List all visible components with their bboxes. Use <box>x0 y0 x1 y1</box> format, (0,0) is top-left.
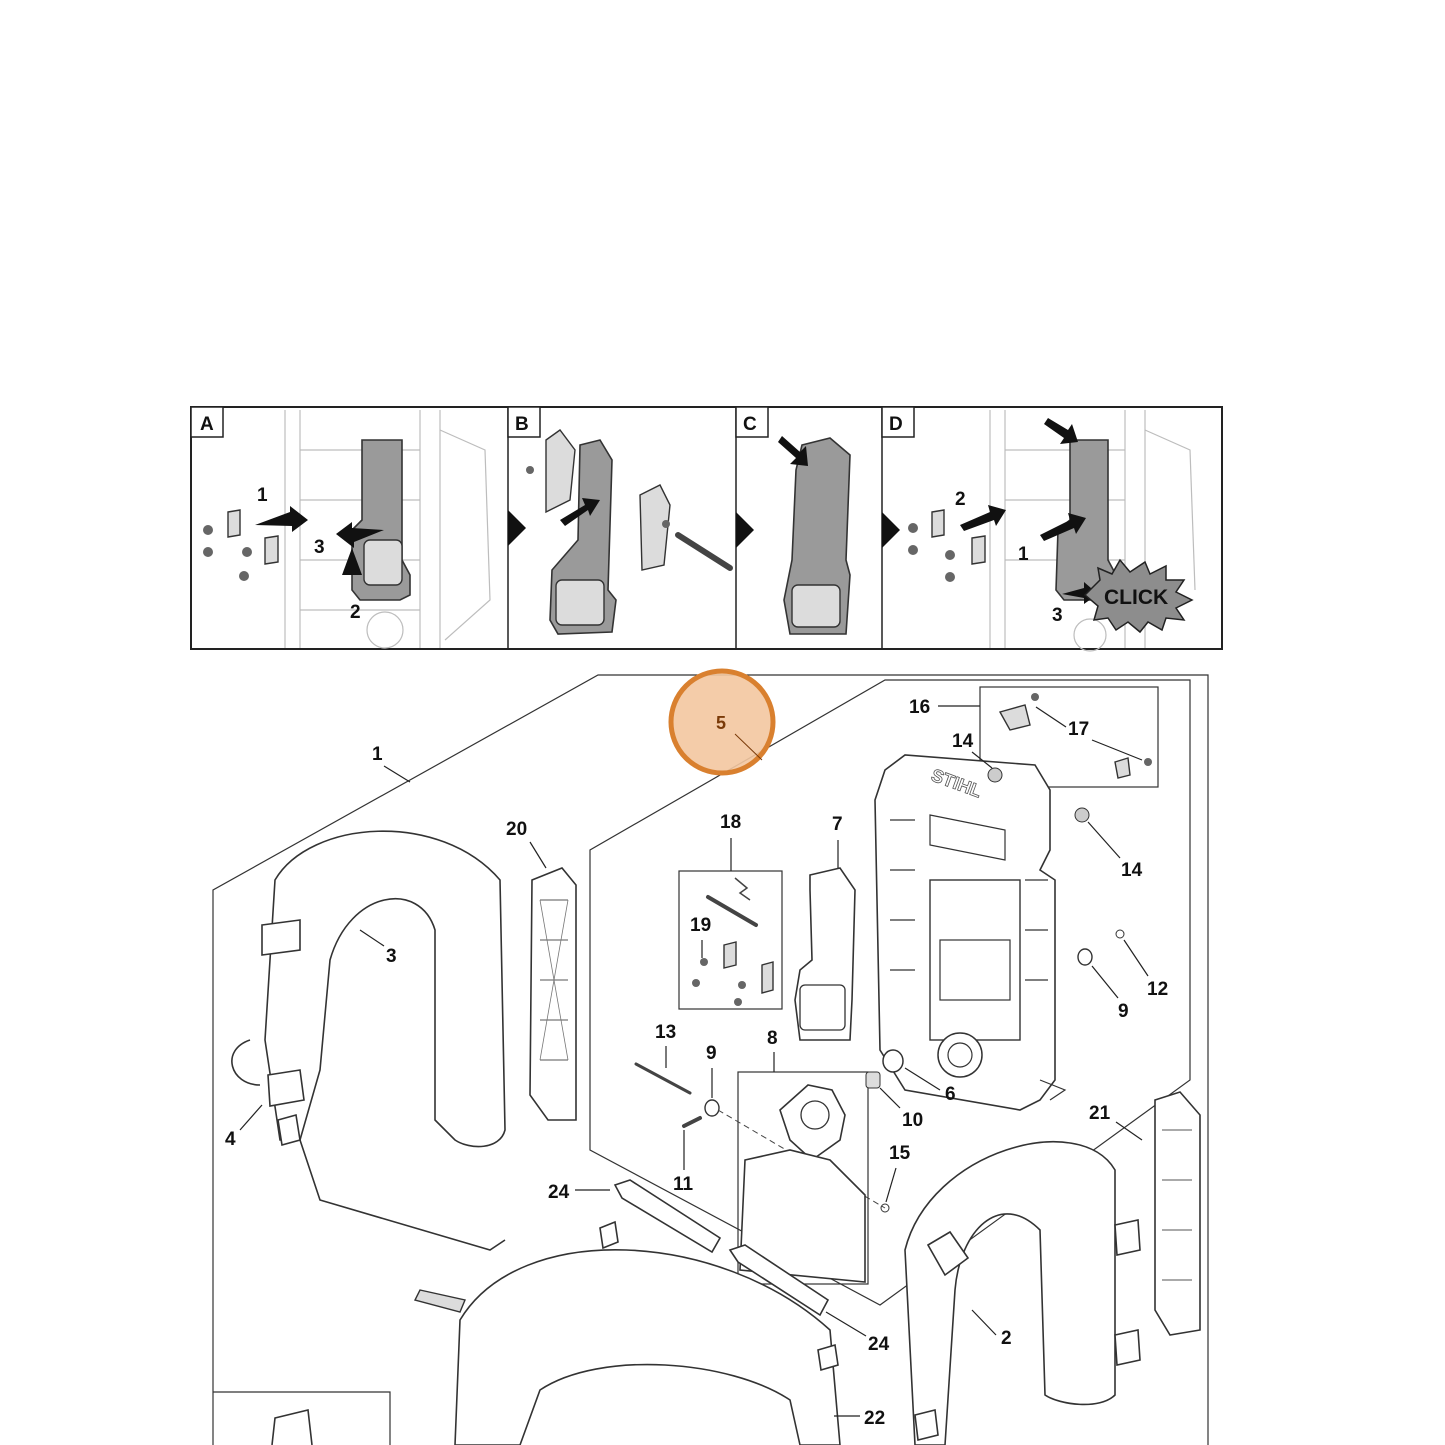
panel-c-letter: C <box>743 414 757 435</box>
lever-grip <box>555 579 605 626</box>
highlight-marker-5[interactable]: 5 <box>668 668 776 776</box>
click-badge: CLICK <box>1083 558 1194 634</box>
clip-brackets <box>931 509 986 565</box>
callout-7[interactable]: 7 <box>832 814 843 835</box>
callout-8[interactable]: 8 <box>767 1028 778 1049</box>
step-d-3: 3 <box>1052 605 1063 626</box>
kit-8-parts <box>739 1084 866 1283</box>
hip-belt <box>454 1220 841 1445</box>
arrow-press <box>778 436 808 466</box>
arrow-down <box>1044 418 1078 444</box>
shoulder-strap-left <box>231 830 506 1313</box>
instruction-strip: A 1 2 3 B <box>190 406 1223 652</box>
kit-box-16 <box>979 686 1159 788</box>
hook-left <box>545 429 576 514</box>
step-a-2: 2 <box>350 602 361 623</box>
lever-grip <box>363 539 403 586</box>
kit-18-parts <box>692 877 774 1006</box>
step-d-1: 1 <box>1018 544 1029 565</box>
callout-3[interactable]: 3 <box>386 946 397 967</box>
lever-grip <box>791 584 841 628</box>
assembly-frame-1 <box>212 674 1209 1445</box>
screws <box>203 525 252 581</box>
callout-9b[interactable]: 9 <box>1118 1001 1129 1022</box>
exploded-view: STIHL <box>212 668 1209 1445</box>
arrow-out-1 <box>255 506 308 532</box>
callout-20[interactable]: 20 <box>506 819 527 840</box>
back-plate: STIHL <box>874 754 1067 1111</box>
callout-24b[interactable]: 24 <box>868 1334 890 1355</box>
arrow-in-1 <box>1040 513 1086 541</box>
callouts: 1 2 3 4 6 7 8 9 9 10 11 12 13 <box>225 697 1168 1429</box>
callout-5[interactable]: 5 <box>716 713 726 733</box>
callout-14b[interactable]: 14 <box>1121 860 1143 881</box>
screws <box>908 523 955 582</box>
callout-24a[interactable]: 24 <box>548 1182 570 1203</box>
click-label: CLICK <box>1104 586 1168 609</box>
callout-1[interactable]: 1 <box>372 744 383 765</box>
callout-16[interactable]: 16 <box>909 697 930 718</box>
back-pad-21 <box>1114 1091 1201 1366</box>
panel-a-letter: A <box>200 414 214 435</box>
arrow-in-2 <box>960 505 1006 531</box>
callout-4[interactable]: 4 <box>225 1129 236 1150</box>
lever-7 <box>794 867 856 1041</box>
callout-21[interactable]: 21 <box>1089 1103 1111 1124</box>
arrow-insert <box>560 498 600 526</box>
callout-6[interactable]: 6 <box>945 1084 956 1105</box>
callout-22[interactable]: 22 <box>864 1408 885 1429</box>
panel-d-letter: D <box>889 414 903 435</box>
pin <box>675 532 733 571</box>
back-pad-20 <box>529 867 577 1121</box>
callout-10[interactable]: 10 <box>902 1110 923 1131</box>
callout-18[interactable]: 18 <box>720 812 741 833</box>
sub-frame-bottom-left <box>213 1391 391 1445</box>
panel-b-letter: B <box>515 414 529 435</box>
shoulder-strap-right <box>904 1141 1116 1445</box>
hook-right <box>639 484 671 571</box>
step-d-2: 2 <box>955 489 966 510</box>
callout-14a[interactable]: 14 <box>952 731 974 752</box>
buckles <box>613 1179 830 1317</box>
clip-brackets <box>227 509 279 565</box>
callout-11[interactable]: 11 <box>673 1174 694 1195</box>
backplate-outline <box>284 410 491 649</box>
panel-a: A 1 2 3 <box>190 406 491 649</box>
step-a-1: 1 <box>257 485 268 506</box>
step-a-3: 3 <box>314 537 325 558</box>
arrow-up-2 <box>342 548 362 575</box>
sequence-arrow-d <box>882 512 900 548</box>
sequence-arrow-c <box>736 512 754 548</box>
callout-13[interactable]: 13 <box>655 1022 676 1043</box>
callout-2[interactable]: 2 <box>1001 1328 1012 1349</box>
panel-c: C <box>735 406 851 635</box>
panel-b: B <box>507 406 733 635</box>
manual-fragment <box>271 1409 313 1445</box>
callout-19[interactable]: 19 <box>690 915 711 936</box>
panel-d: D CLICK 1 2 3 <box>881 406 1196 652</box>
callout-12[interactable]: 12 <box>1147 979 1168 1000</box>
callout-15[interactable]: 15 <box>889 1143 911 1164</box>
callout-17[interactable]: 17 <box>1068 719 1089 740</box>
assembly-frame-5 <box>589 679 1191 1306</box>
callout-9a[interactable]: 9 <box>706 1043 717 1064</box>
sequence-arrow-b <box>508 510 526 546</box>
kit-16-parts <box>998 693 1152 779</box>
arrow-out-3 <box>336 522 384 548</box>
hardware <box>634 767 1125 1213</box>
